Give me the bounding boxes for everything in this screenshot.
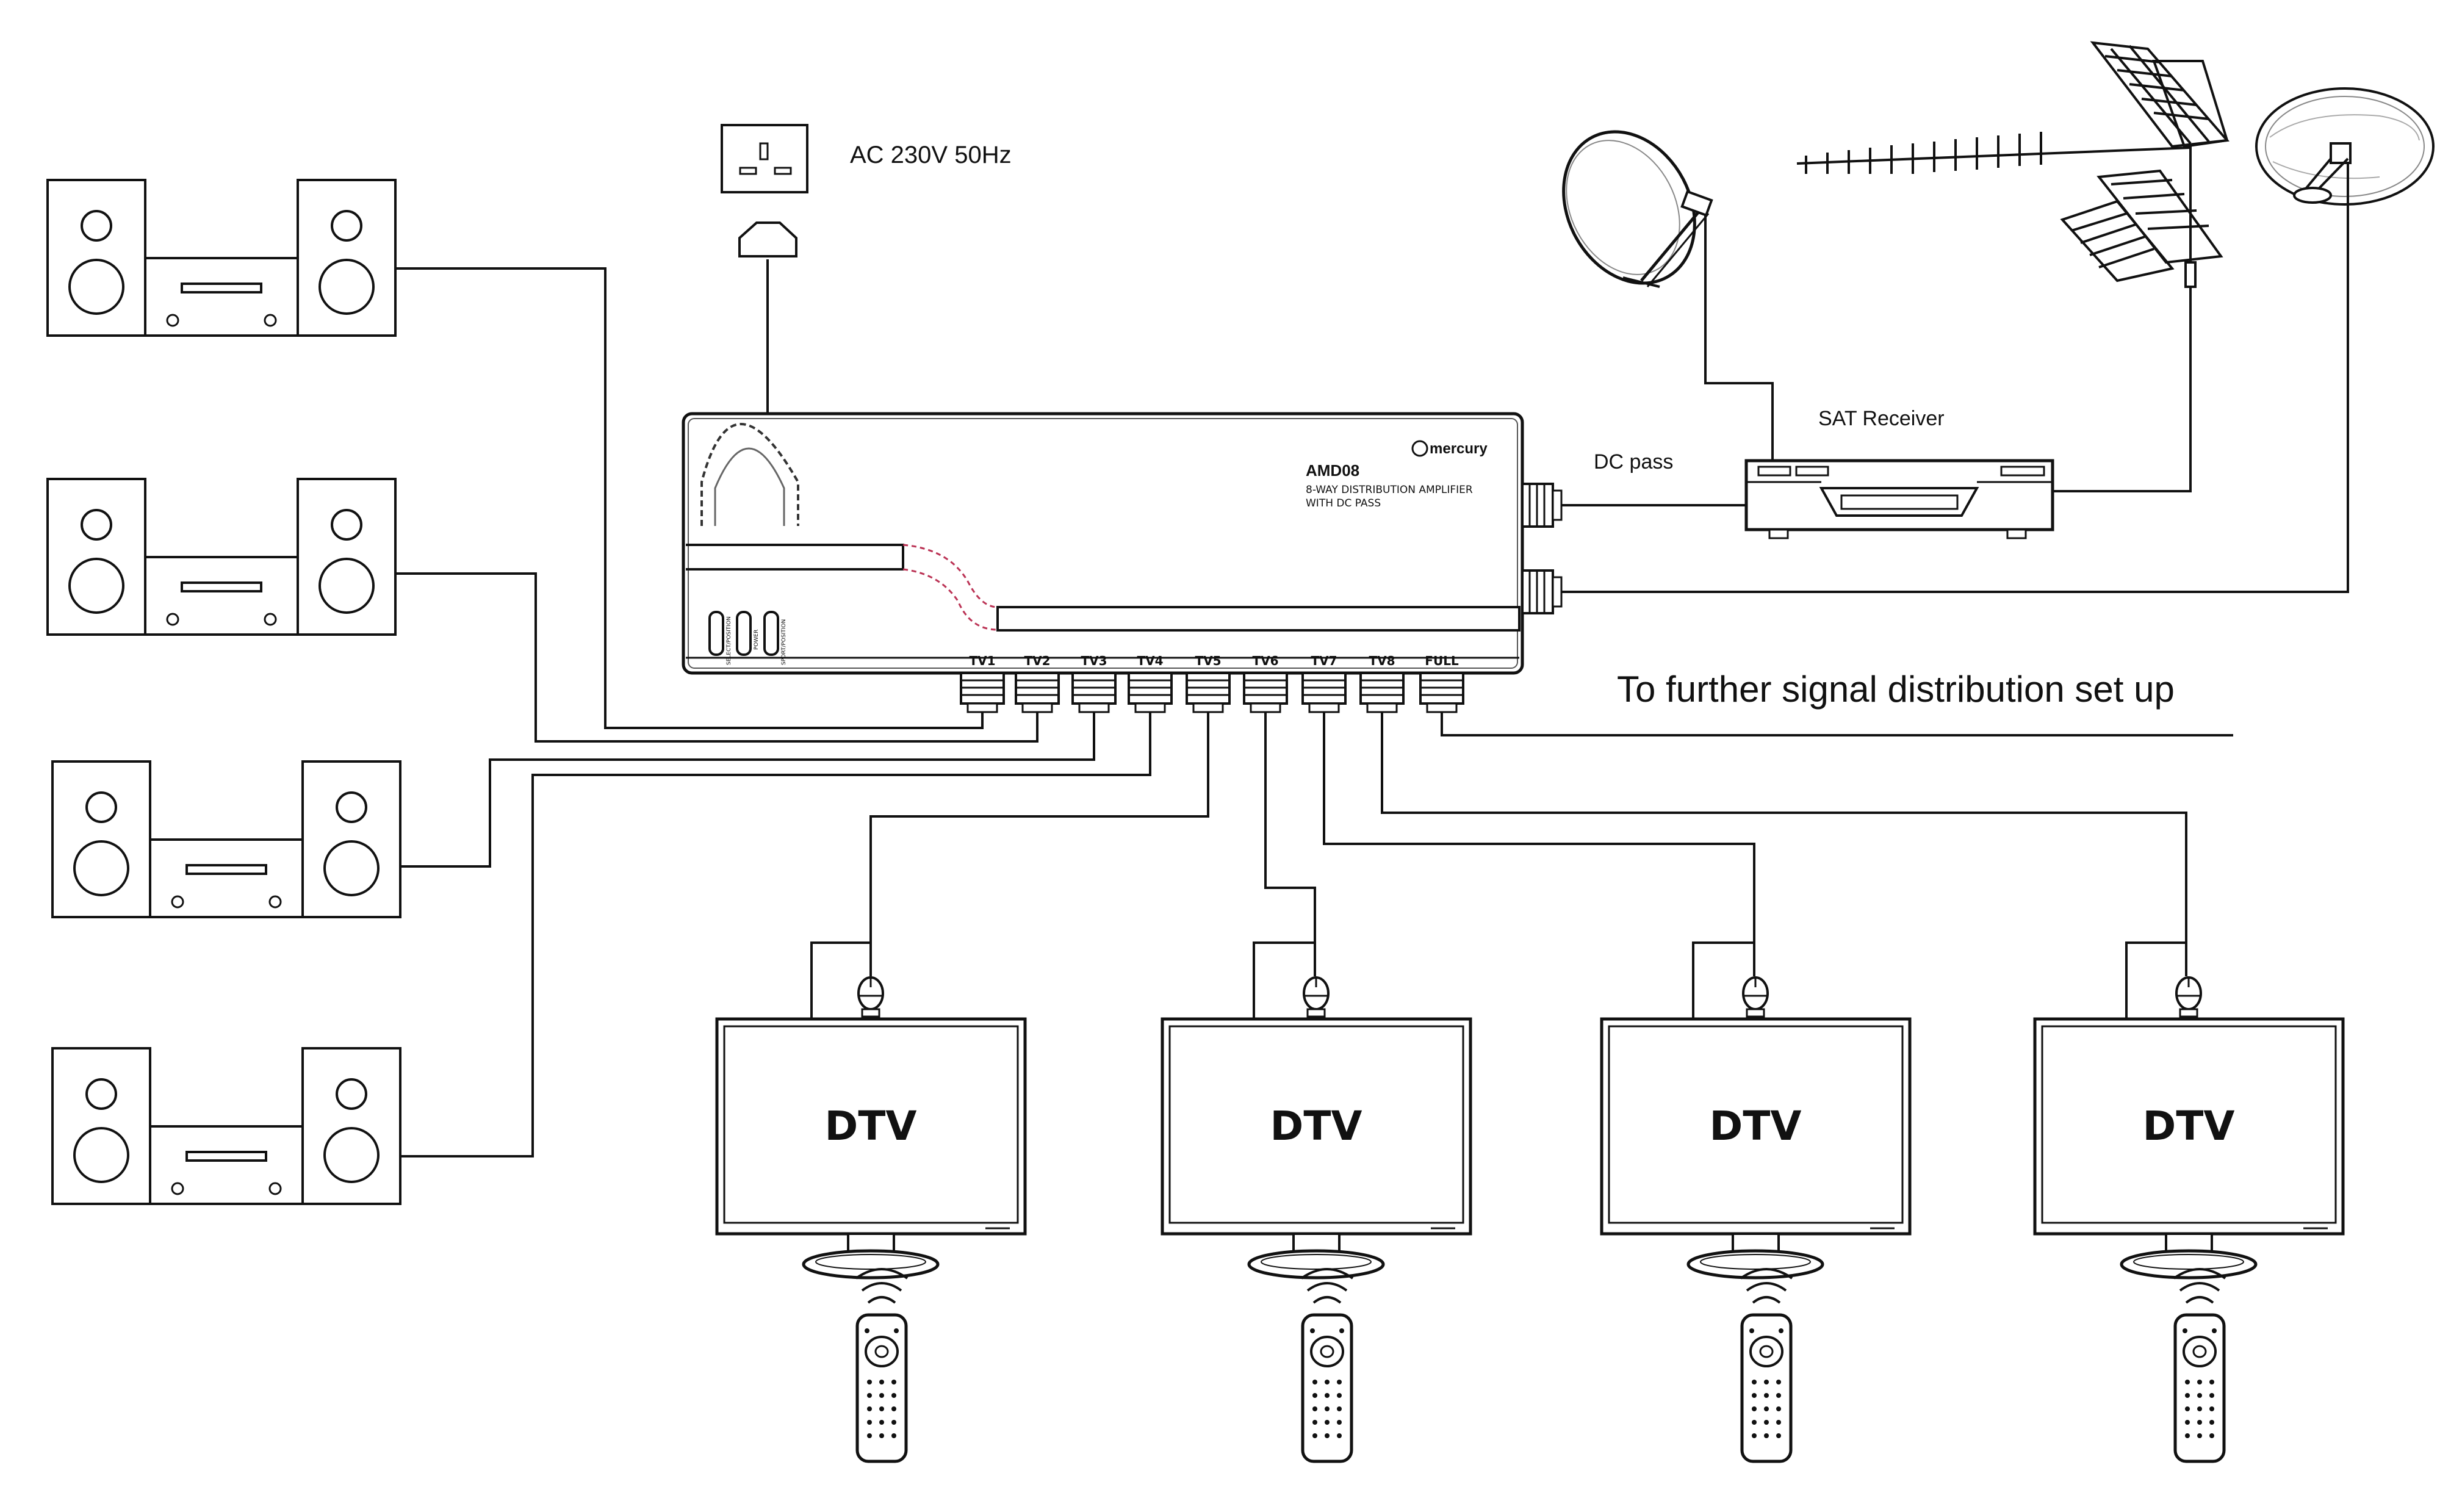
power-plug — [738, 221, 797, 257]
amplifier-button-label-2: POWER — [754, 630, 760, 650]
tv-antenna-plug-icon — [1303, 976, 1330, 1018]
amplifier-desc-line2: WITH DC PASS — [1306, 497, 1381, 509]
port-connector-full — [1419, 672, 1464, 713]
yagi-antenna-icon — [1796, 41, 2230, 288]
hifi-unit-icon — [149, 838, 304, 918]
cable-tv-3 — [1323, 705, 1755, 976]
port-connector-tv3 — [1071, 672, 1117, 713]
port-connector-tv6 — [1243, 672, 1288, 713]
remote-control-icon[interactable] — [856, 1269, 907, 1461]
amplifier-left-panel — [686, 544, 904, 571]
port-label-tv4: TV4 — [1137, 653, 1163, 668]
speaker-right-icon — [301, 1047, 401, 1205]
tv-1-antenna-loop — [810, 941, 871, 1019]
hifi-system-2 — [46, 478, 397, 636]
dc-pass-label: DC pass — [1594, 450, 1673, 473]
tv-antenna-plug-icon — [1742, 976, 1769, 1018]
amplifier-button-1[interactable] — [708, 611, 724, 656]
tv-label: DTV — [825, 1103, 917, 1150]
speaker-left-icon — [51, 760, 151, 918]
remote-control-icon[interactable] — [2174, 1269, 2225, 1461]
cable-tv-4 — [1381, 705, 2187, 976]
amplifier-button-3[interactable] — [763, 611, 779, 656]
cable-full-out — [1441, 705, 2233, 736]
cables — [394, 206, 2349, 1157]
port-connector-tv1 — [960, 672, 1005, 713]
speaker-left-icon — [46, 179, 146, 337]
mercury-logo-icon — [1411, 440, 1428, 457]
cable-dish — [1693, 206, 1774, 461]
cable-hifi-1 — [394, 267, 984, 729]
hifi-system-3 — [51, 760, 401, 918]
amplifier-button-label-1: SELECT/POSITION — [726, 616, 732, 665]
tv-2: DTV — [1161, 976, 1472, 1461]
hifi-unit-icon — [149, 1125, 304, 1205]
hifi-system-1 — [46, 179, 397, 337]
hifi-system-4 — [51, 1047, 401, 1205]
port-label-tv1: TV1 — [969, 653, 995, 668]
port-connector-tv2 — [1015, 672, 1060, 713]
tv-antenna-plug-icon — [2175, 976, 2202, 1018]
cable-hifi-3 — [400, 705, 1095, 868]
cable-tv-1 — [869, 705, 1209, 976]
amplifier-bottom-panel — [996, 606, 1521, 632]
port-label-full: FULL — [1425, 653, 1459, 668]
speaker-right-icon — [297, 478, 397, 636]
cable-loop-antenna — [1559, 207, 2349, 593]
amplifier-desc-line1: 8-WAY DISTRIBUTION AMPLIFIER — [1306, 484, 1473, 496]
power-label: AC 230V 50Hz — [850, 142, 1012, 168]
power-socket — [721, 124, 808, 193]
cable-hifi-4 — [400, 705, 1151, 1157]
remote-control-icon[interactable] — [1741, 1269, 1792, 1461]
port-label-tv6: TV6 — [1252, 653, 1278, 668]
tv-4: DTV — [2033, 976, 2345, 1461]
port-connector-tv5 — [1186, 672, 1231, 713]
tv-label: DTV — [2143, 1103, 2235, 1150]
amplifier-button-label-3: SPORT/POSITION — [781, 619, 787, 665]
tv-2-antenna-loop — [1253, 941, 1315, 1019]
port-label-tv7: TV7 — [1311, 653, 1337, 668]
port-connector-tv8 — [1359, 672, 1405, 713]
port-connector-tv7 — [1301, 672, 1347, 713]
tv-3-antenna-loop — [1692, 941, 1754, 1019]
tv-label: DTV — [1710, 1103, 1802, 1150]
further-distribution-label: To further signal distribution set up — [1617, 669, 2175, 710]
hifi-unit-icon — [144, 257, 299, 337]
antenna-in-connector — [1521, 569, 1563, 614]
amplifier-model: AMD08 — [1306, 461, 1359, 480]
tv-1: DTV — [715, 976, 1027, 1461]
tv-antenna-plug-icon — [857, 976, 884, 1018]
satellite-dish-icon — [1562, 130, 1713, 288]
port-label-tv2: TV2 — [1024, 653, 1050, 668]
loop-antenna-icon — [2255, 87, 2435, 207]
amplifier-button-2[interactable] — [736, 611, 752, 656]
sat-receiver-label: SAT Receiver — [1818, 407, 1945, 430]
port-label-tv3: TV3 — [1081, 653, 1107, 668]
amplifier-brand: mercury — [1430, 441, 1488, 457]
amplifier-ports: TV1 TV2 TV3 TV4 TV5 TV6 TV7 TV8 FULL — [960, 653, 1464, 713]
cable-tv-2 — [1264, 705, 1316, 976]
tv-label: DTV — [1270, 1103, 1362, 1150]
cable-hifi-2 — [394, 572, 1038, 743]
speaker-right-icon — [297, 179, 397, 337]
amplifier: SELECT/POSITION POWER SPORT/POSITION mer… — [682, 412, 1563, 675]
dc-pass-connector — [1521, 483, 1563, 528]
remote-control-icon[interactable] — [1301, 1269, 1353, 1461]
speaker-left-icon — [46, 478, 146, 636]
port-connector-tv4 — [1128, 672, 1173, 713]
amplifier-arch — [700, 423, 799, 526]
tv-3: DTV — [1600, 976, 1912, 1461]
port-label-tv5: TV5 — [1195, 653, 1221, 668]
port-label-tv8: TV8 — [1369, 653, 1395, 668]
cable-yagi — [2053, 287, 2192, 492]
speaker-right-icon — [301, 760, 401, 918]
tv-4-antenna-loop — [2125, 941, 2186, 1019]
amplifier-curve — [902, 544, 998, 608]
hifi-unit-icon — [144, 556, 299, 636]
sat-receiver — [1744, 459, 2054, 539]
speaker-left-icon — [51, 1047, 151, 1205]
